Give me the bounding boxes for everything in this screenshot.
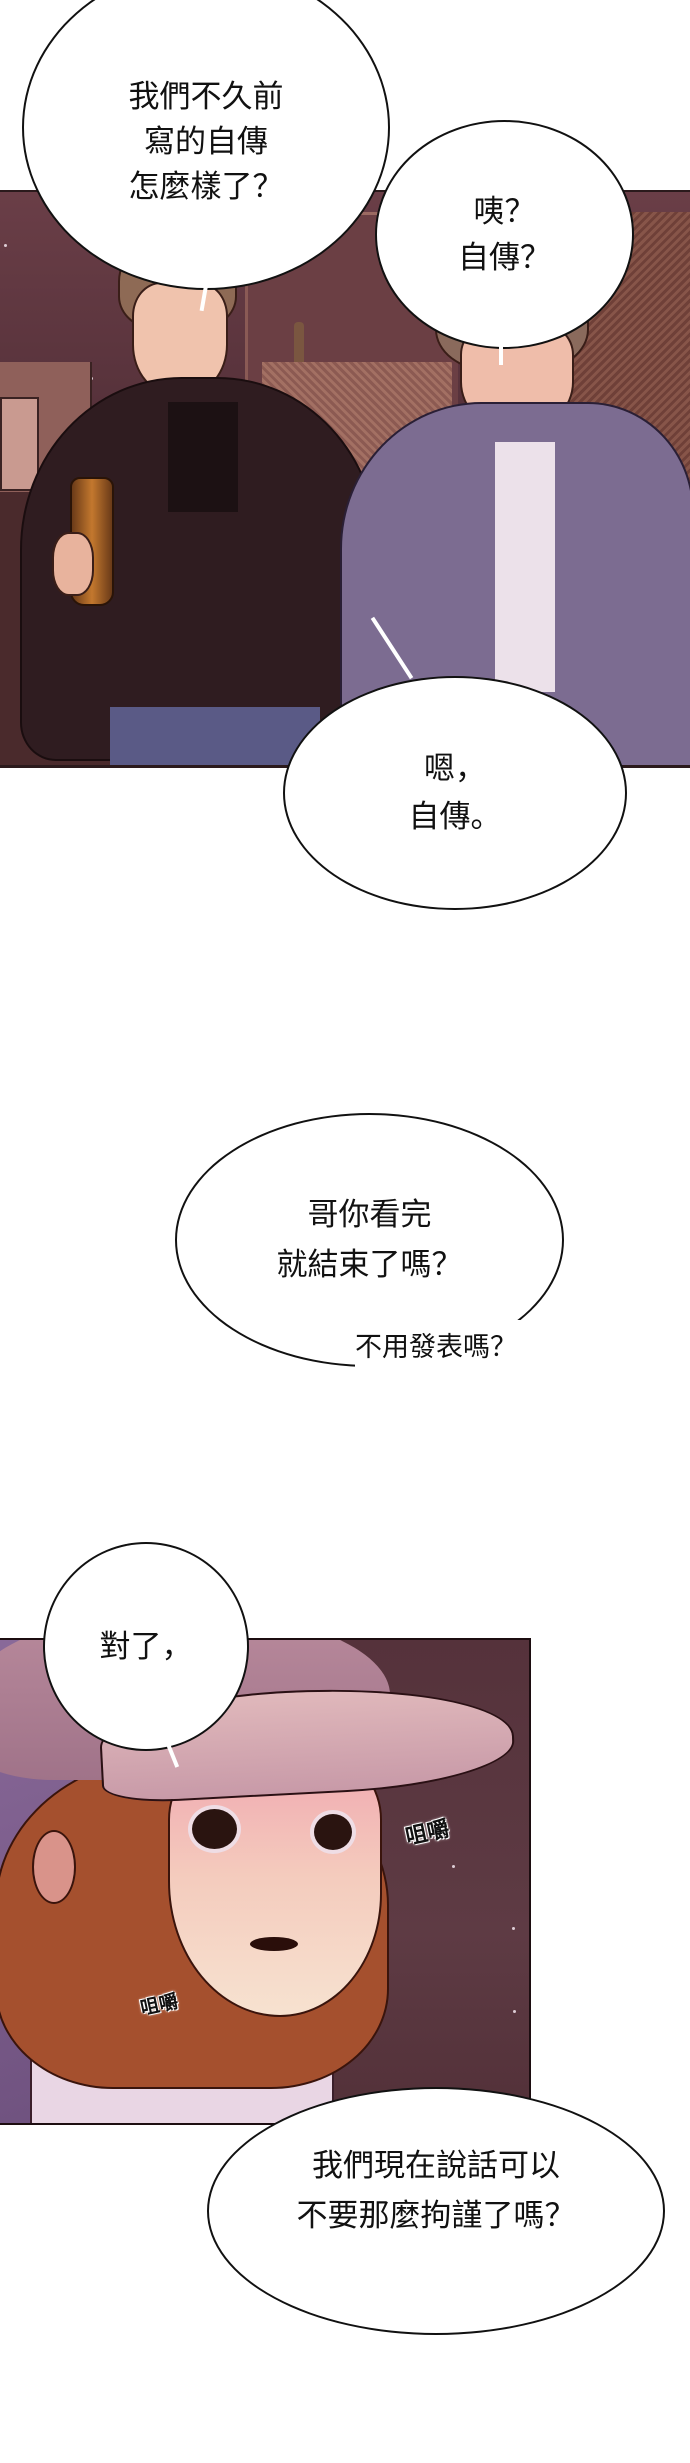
- man-right-shirt: [495, 442, 555, 692]
- bubble-text-line: 我們現在說話可以: [312, 2148, 560, 2184]
- bubble-text-line: 怎麼樣了？: [128, 169, 284, 205]
- window-frame: [0, 397, 39, 491]
- woman-eye-right: [310, 1810, 356, 1854]
- speech-bubble: 我們現在說話可以 不要那麼拘謹了嗎？: [207, 2087, 665, 2335]
- bubble-text-line: 咦？: [473, 193, 536, 230]
- star: [4, 244, 7, 247]
- woman-eye-left: [188, 1805, 241, 1853]
- bubble-text-line: 自傳。: [408, 799, 502, 835]
- speech-bubble: 咦？ 自傳？: [375, 120, 634, 349]
- bubble-text-line: 就結束了嗎？: [276, 1247, 463, 1283]
- woman-mouth: [250, 1937, 298, 1951]
- man-left-hand: [52, 532, 94, 596]
- speech-bubble: 對了，: [43, 1542, 249, 1751]
- bubble-text-line: 對了，: [99, 1628, 193, 1665]
- woman-ear: [32, 1830, 76, 1904]
- bubble-text-line: 哥你看完: [307, 1197, 432, 1233]
- speech-bubble: 嗯， 自傳。: [283, 676, 627, 910]
- star: [513, 2010, 516, 2013]
- bubble-tail: [499, 340, 503, 365]
- woman-face: [168, 1758, 382, 2017]
- star: [512, 1927, 515, 1930]
- bubble-text-line: 嗯，: [424, 751, 486, 787]
- lamp-post: [294, 322, 304, 362]
- bubble-text-line: 不要那麼拘謹了嗎？: [296, 2198, 576, 2234]
- bubble-gap-cover: [355, 1320, 575, 1380]
- bubble-text-line: 寫的自傳: [144, 124, 268, 160]
- speech-bubble: 我們不久前 寫的自傳 怎麼樣了？: [22, 0, 390, 290]
- trailing-speech-text: 不用發表嗎？: [355, 1332, 517, 1363]
- bubble-text-line: 我們不久前: [128, 79, 284, 115]
- bubble-text-line: 自傳？: [458, 239, 551, 276]
- man-left-shirt: [168, 402, 238, 512]
- star: [452, 1865, 455, 1868]
- man-left-jeans: [110, 707, 320, 765]
